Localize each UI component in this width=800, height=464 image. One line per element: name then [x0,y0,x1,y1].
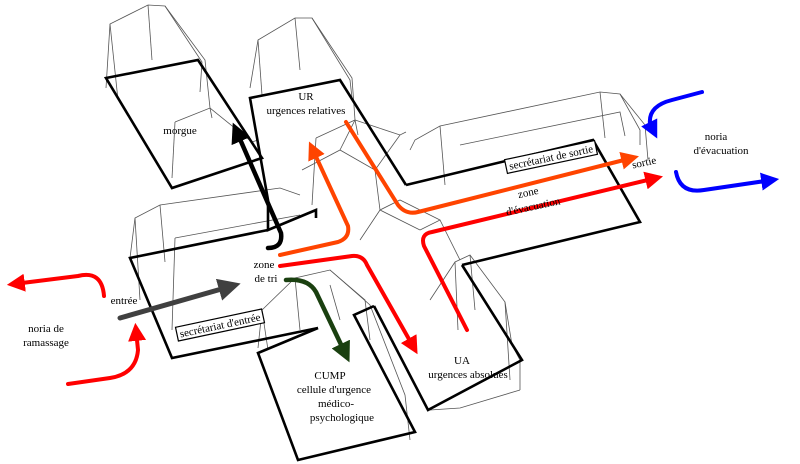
arrow-noria-evac-out [674,170,780,193]
label-sortie: sortie [631,155,658,172]
label-zone-tri-2: de tri [255,273,278,285]
label-morgue: morgue [163,125,197,137]
label-noria-evacuation-2: d'évacuation [693,145,749,157]
label-ua-subtitle: urgences absolues [428,369,508,381]
arrow-tri-to-cump [283,277,350,363]
arrow-noria-ramassage-in [66,322,147,386]
label-zone-evacuation-1: zone [517,185,540,201]
arrow-tri-to-ua [278,253,418,355]
building-wireframe [105,4,649,441]
room-sortie [405,138,642,267]
label-zone-tri-1: zone [254,259,275,271]
label-noria-ramassage-1: noria de [28,323,64,335]
secretariat-sortie-box [503,139,599,175]
label-cump-line3: médico- [318,398,354,410]
arrow-ur-to-sortie [344,120,639,215]
arrow-noria-ramassage-out [6,273,106,298]
arrow-noria-evac-in [641,90,704,139]
room-morgue [103,58,265,190]
arrow-tri-to-morgue [231,122,284,251]
label-ur-subtitle: urgences relatives [267,105,346,117]
room-cump [256,304,417,462]
floor-plan [103,58,642,462]
label-cump-line4: psychologique [310,412,374,424]
label-ur-title: UR [298,91,314,103]
room-ua [372,264,524,412]
label-noria-evacuation-1: noria [705,131,728,143]
flow-arrows [6,90,780,386]
label-cump-title: CUMP [314,370,345,382]
label-noria-ramassage-2: ramassage [23,337,69,349]
arrow-ua-to-sortie [421,171,663,332]
label-entree: entrée [111,295,138,307]
secretariat-entree-box [174,308,266,342]
arrow-tri-to-ur [278,141,351,257]
arrow-entree-to-tri [117,278,241,321]
label-cump-line2: cellule d'urgence [297,384,371,396]
room-ur [248,78,408,232]
label-zone-evacuation-2: d'évacuation [505,195,562,218]
label-ua-title: UA [454,355,470,367]
